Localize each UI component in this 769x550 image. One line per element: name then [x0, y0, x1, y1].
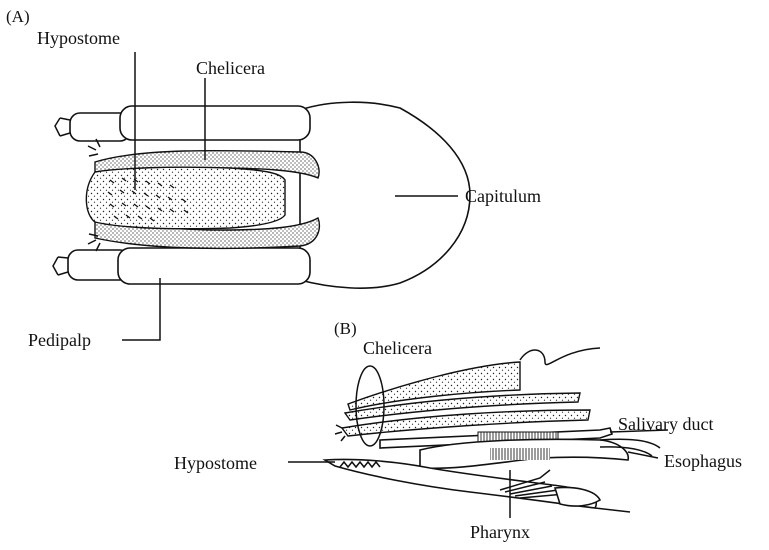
upper-pedipalp: [55, 106, 310, 141]
salivary-duct-label: Salivary duct: [618, 414, 713, 434]
panel-a-tag: (A): [6, 7, 30, 26]
capitulum-label: Capitulum: [465, 186, 541, 206]
hypostome-label-a: Hypostome: [37, 28, 120, 48]
panel-b: (B) Chelicera Salivary duct Hypostome: [174, 319, 742, 542]
panel-a: (A) Hypostome: [6, 7, 541, 350]
hypostome-shape: [86, 167, 285, 229]
esophagus-leader: [628, 452, 658, 458]
pedipalp-label: Pedipalp: [28, 330, 91, 350]
chelicera-label-b: Chelicera: [363, 338, 432, 358]
capitulum-shape: [300, 102, 470, 288]
esophagus-label: Esophagus: [664, 451, 742, 471]
chelicera-label-a: Chelicera: [196, 58, 265, 78]
pedipalp-leader: [122, 278, 160, 340]
dorsal-wall: [520, 348, 600, 365]
lower-pedipalp: [53, 248, 310, 284]
ventral-wall: [595, 508, 630, 512]
panel-b-tag: (B): [334, 319, 357, 338]
pharynx-label: Pharynx: [470, 522, 530, 542]
hypostome-label-b: Hypostome: [174, 453, 257, 473]
pharynx-muscles: [490, 448, 550, 460]
ventral-plate: [555, 488, 600, 507]
